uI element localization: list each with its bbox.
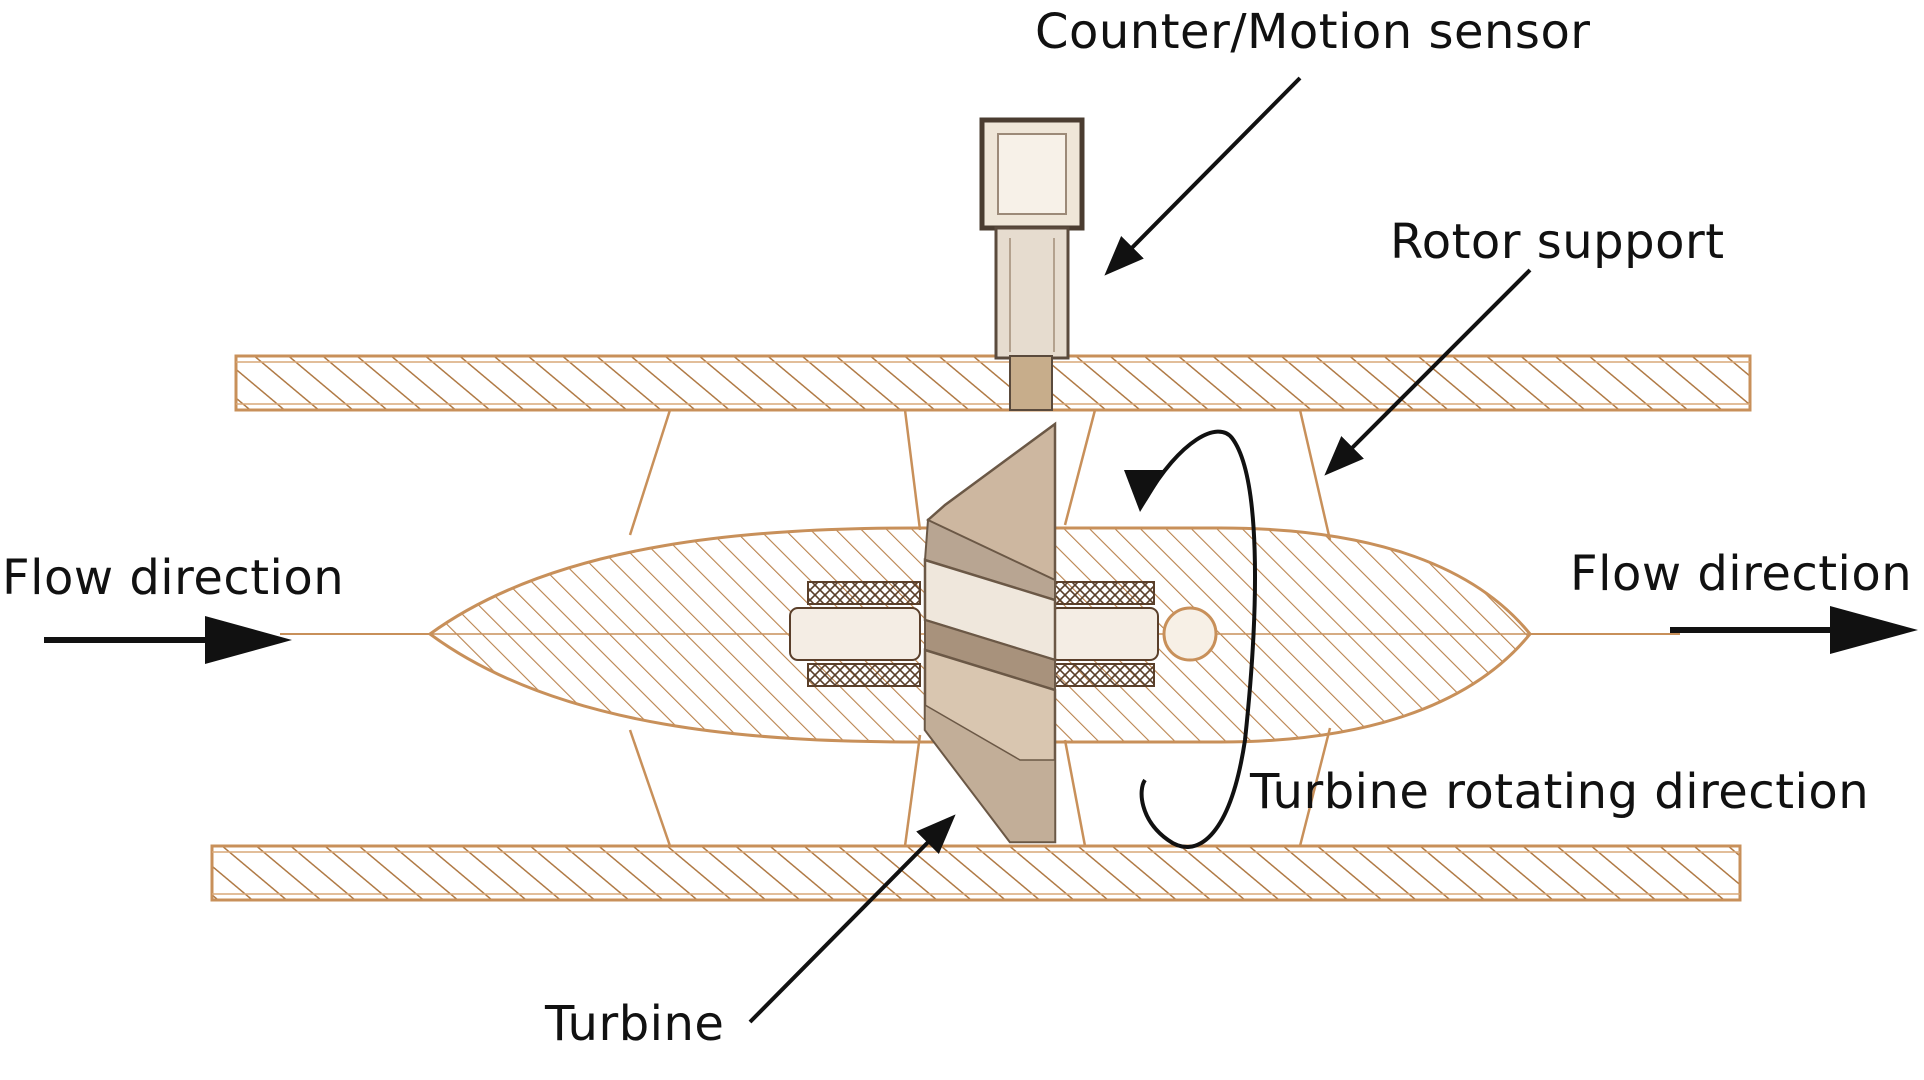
turbine-rotating-direction-label: Turbine rotating direction xyxy=(1250,764,1870,820)
rotor-support-struts xyxy=(628,409,1332,847)
flow-direction-outlet-label: Flow direction xyxy=(1570,546,1913,602)
top-pipe-wall xyxy=(234,354,1752,412)
motion-sensor xyxy=(979,117,1085,411)
turbine-label: Turbine xyxy=(545,996,725,1052)
bearing-right xyxy=(1049,581,1218,687)
arrow-right-icon xyxy=(1670,606,1918,654)
leader-arrows xyxy=(748,76,1532,1024)
rotor-support-label: Rotor support xyxy=(1390,214,1725,270)
bearing-left xyxy=(789,581,921,687)
turbine-rotor xyxy=(923,421,1057,844)
counter-motion-sensor-label: Counter/Motion sensor xyxy=(1035,4,1591,60)
arrow-right-icon xyxy=(44,616,292,664)
bottom-pipe-wall xyxy=(210,844,1742,902)
flow-direction-inlet-label: Flow direction xyxy=(2,550,345,606)
rotation-arrow-icon xyxy=(1124,429,1257,849)
